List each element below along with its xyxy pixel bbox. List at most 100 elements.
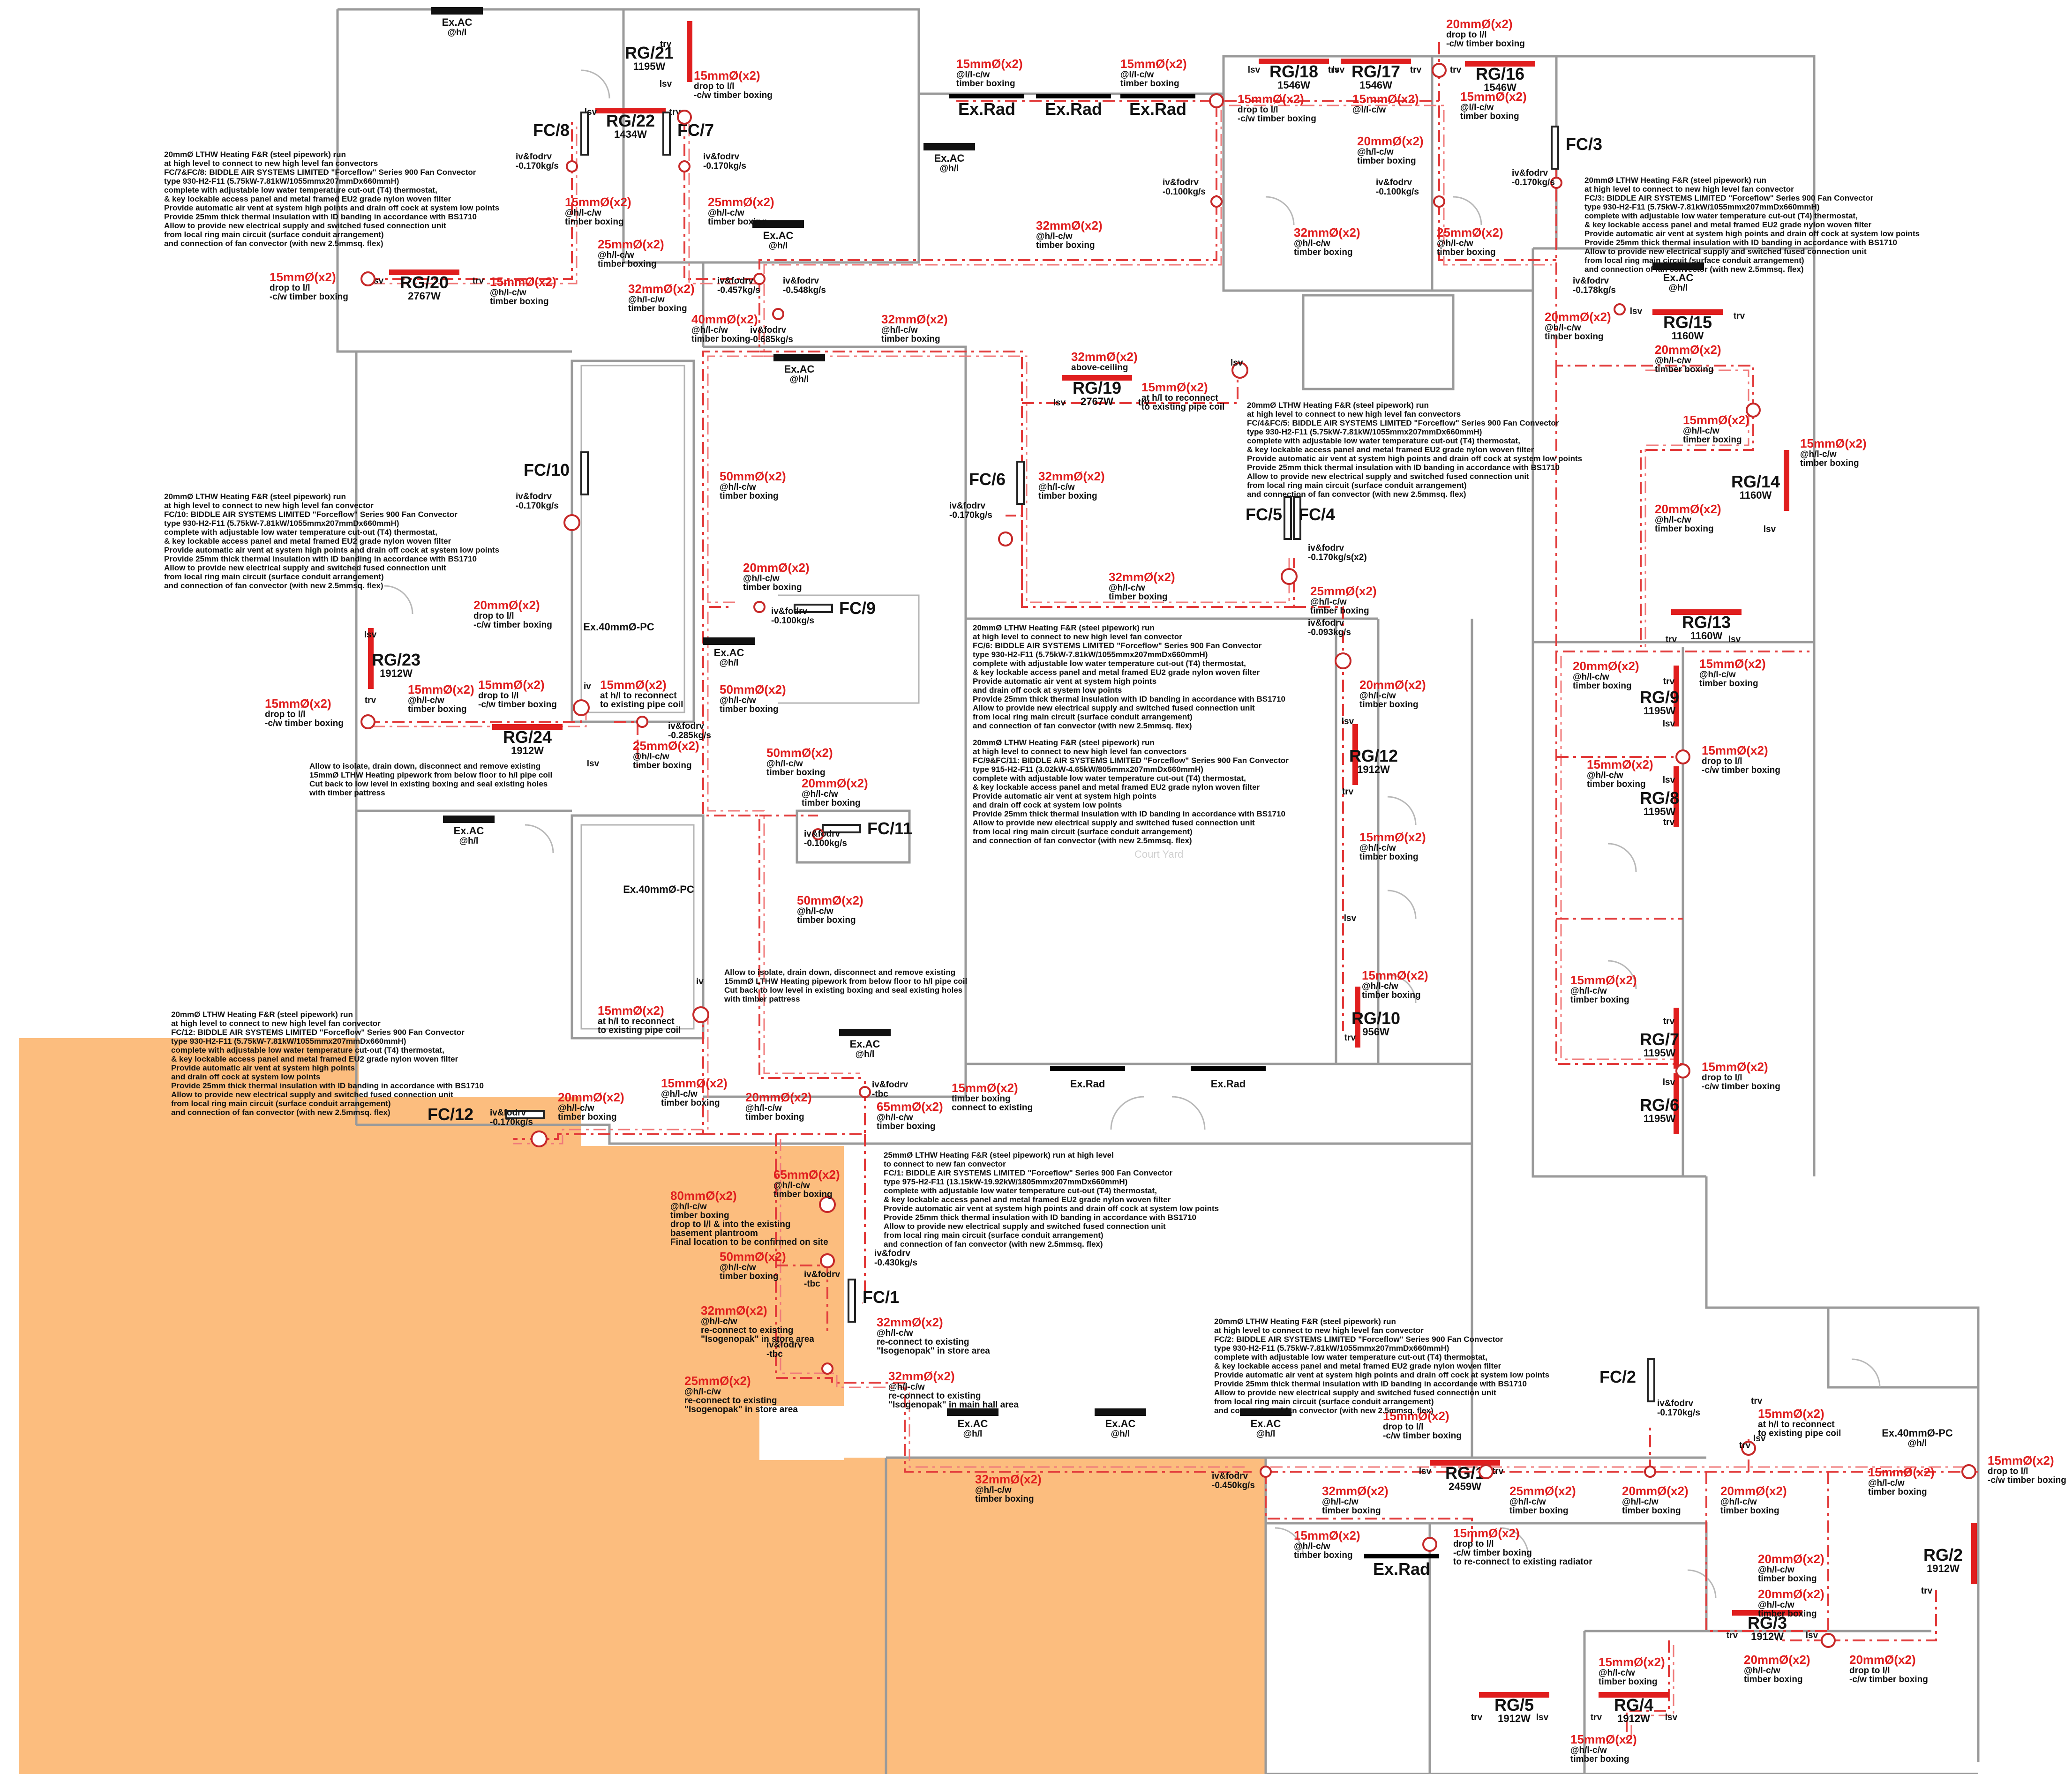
specification-note-line: complete with adjustable low water tempe… [1247, 436, 1520, 445]
specification-note-line: Provide 25mm thick thermal insulation wi… [171, 1081, 484, 1090]
pipe-size-label: 15mmØ(x2)@l/l-c/w [1352, 92, 1419, 115]
specification-note-line: Cut back to low level in existing boxing… [309, 779, 548, 788]
pipe-route-note: -c/w timber boxing [1238, 114, 1316, 124]
specification-note-line: 15mmØ LTHW Heating pipework from below f… [724, 977, 967, 986]
radiator-valve-tag: lsv [1663, 719, 1675, 729]
pipe-route-note: timber boxing [1655, 365, 1714, 374]
pipe-route-note: @h/l-c/w [1437, 239, 1473, 248]
radiator-valve-tag: lsv [1332, 65, 1345, 75]
pipe-size: 50mmØ(x2) [720, 682, 786, 696]
specification-note-line: with timber pattress [724, 995, 800, 1003]
specification-note-line: 20mmØ LTHW Heating F&R (steel pipework) … [1584, 176, 1766, 185]
fan-convector-body [580, 451, 589, 495]
pipe-size: 65mmØ(x2) [877, 1100, 943, 1114]
existing-label: Ex.Rad [958, 99, 1015, 119]
valve-tag: lsv [1753, 1434, 1766, 1444]
specification-note-line: FC/1: BIDDLE AIR SYSTEMS LIMITED "Forcef… [884, 1168, 1173, 1177]
specification-note-line: from local ring main circuit (surface co… [171, 1099, 391, 1108]
pipe-size-label: 15mmØ(x2)drop to l/l-c/w timber boxing [270, 270, 348, 302]
radiator-id: RG/8 [1640, 788, 1679, 808]
radiator-valve-tag: lsv [1806, 1631, 1818, 1640]
specification-note-line: and connection of fan convector (with ne… [1214, 1406, 1434, 1415]
valve-flow-text: iv&fodrv [1308, 618, 1344, 628]
pipe-size: 15mmØ(x2) [661, 1076, 728, 1090]
existing-sublabel: @h/l [769, 241, 788, 251]
valve-flow-text: iv&fodrv [1163, 178, 1199, 187]
radiator-output: 1195W [1644, 1047, 1676, 1059]
specification-note-line: from local ring main circuit (surface co… [1584, 256, 1804, 265]
pipe-route-note: drop to l/l [265, 710, 306, 719]
pipe-route-note: -c/w timber boxing [265, 719, 344, 728]
pipe-size: 32mmØ(x2) [628, 282, 695, 296]
existing-label: Ex.40mmØ-PC [623, 883, 694, 895]
specification-note-line: Allow to provide new electrical supply a… [1247, 472, 1529, 481]
pipe-size: 20mmØ(x2) [1744, 1653, 1810, 1667]
pipe-size: 20mmØ(x2) [1573, 659, 1639, 673]
pipe-route-note: @h/l-c/w [1294, 239, 1330, 248]
pipe-route-note: @h/l-c/w [1699, 670, 1736, 680]
pipe-route-note: @h/l-c/w [1758, 1565, 1794, 1575]
pipe-route-note: timber boxing [1720, 1506, 1779, 1516]
pipe-route-note: -c/w timber boxing [1446, 39, 1525, 49]
radiator-output: 1160W [1672, 330, 1704, 342]
radiator-id: RG/12 [1349, 746, 1398, 765]
fan-convector-body [580, 112, 589, 156]
radiator-valve-tag: lsv [1419, 1467, 1432, 1476]
highlighted-zone [19, 1038, 1266, 1774]
pipe-size: 50mmØ(x2) [766, 746, 833, 760]
valve-flow-text: iv&fodrv [1212, 1471, 1248, 1481]
existing-radiator-block [1364, 1554, 1439, 1558]
specification-note-line: to connect to new fan convector [884, 1160, 1006, 1168]
radiator-id: RG/10 [1351, 1009, 1400, 1028]
pipe-route-note: @h/l-c/w [975, 1485, 1012, 1495]
radiator-valve-tag: lsv [1536, 1713, 1549, 1722]
pipe-size: 15mmØ(x2) [1359, 830, 1426, 844]
pipe-size: 32mmØ(x2) [1109, 570, 1175, 584]
radiator-output: 1546W [1277, 79, 1310, 91]
specification-note-line: Allow to provide new electrical supply a… [171, 1090, 453, 1099]
existing-sublabel: @h/l [459, 836, 479, 846]
pipe-route-note: @h/l-c/w [490, 288, 526, 298]
fan-convector-fc-4: FC/4 [1284, 496, 1335, 540]
pipe-route-note: @h/l-c/w [1362, 981, 1398, 991]
radiator-output: 1434W [614, 128, 647, 140]
specification-note-line: Allow to provide new electrical supply a… [164, 221, 446, 230]
pipe-route-note: timber boxing [670, 1211, 729, 1220]
existing-radiator-block [1120, 94, 1195, 98]
pipe-route-note: @h/l-c/w [670, 1202, 707, 1212]
valve-tag: lsv [1231, 358, 1243, 368]
pipe-route-note: @h/l-c/w [888, 1382, 925, 1392]
pipe-route-note: timber boxing [1800, 458, 1859, 468]
valve-flow-text: iv&fodrv [804, 829, 841, 839]
pipe-route-note: -c/w timber boxing [694, 90, 773, 100]
specification-note-line: Provide automatic air vent at system hig… [973, 792, 1156, 801]
pipe-route-note: timber boxing [691, 334, 751, 344]
radiator-valve-tag: trv [1591, 1713, 1602, 1722]
existing-sublabel: @h/l [1908, 1438, 1927, 1448]
pipe-route-note: -c/w timber boxing [1988, 1475, 2066, 1485]
radiator-body [1674, 666, 1679, 726]
radiator-valve-tag: trv [1344, 1033, 1356, 1043]
specification-note-line: type 975-H2-F11 (13.15kW-19.92kW/1805mmx… [884, 1177, 1127, 1186]
existing-label: Ex.AC [934, 152, 965, 164]
radiator-id: RG/6 [1640, 1095, 1679, 1115]
fan-convector-id: FC/12 [428, 1105, 473, 1124]
existing-label: Ex.Rad [1045, 99, 1102, 119]
radiator-id: RG/14 [1731, 472, 1780, 491]
radiator-output: 1912W [1927, 1563, 1959, 1574]
existing-label: Ex.AC [454, 825, 484, 837]
specification-note-line: & key lockable access panel and metal fr… [164, 537, 451, 546]
specification-note-line: 20mmØ LTHW Heating F&R (steel pipework) … [1247, 401, 1429, 410]
pipe-route-note: timber boxing [1294, 247, 1353, 257]
